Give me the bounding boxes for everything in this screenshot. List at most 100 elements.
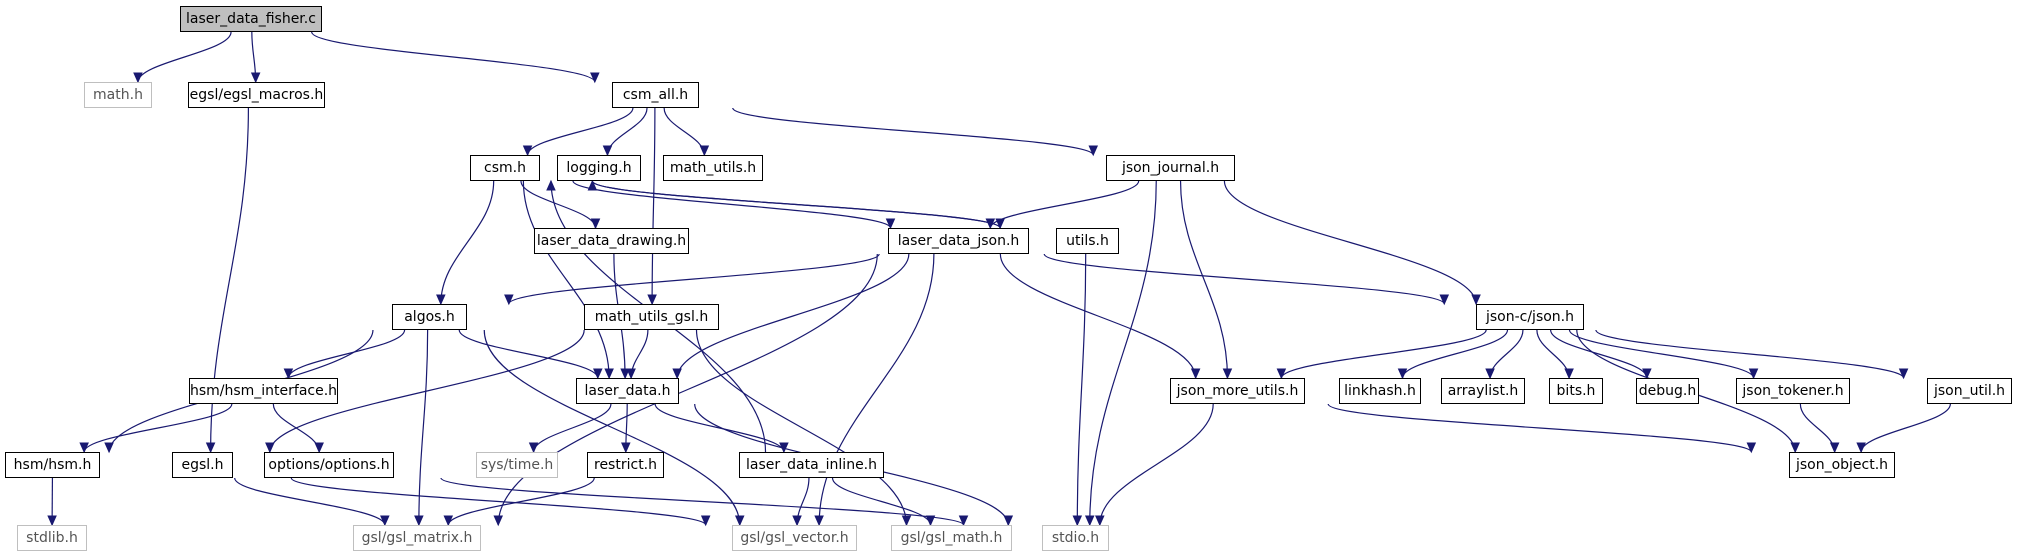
node-json-more-utils-h[interactable]: json_more_utils.h [1170,378,1305,404]
edge-math-utils-gsl-h-to-egsl-h [269,329,585,453]
arrowhead [602,145,613,157]
arrowhead [1746,442,1757,454]
edge-laser-data-h-to-sys-time-h [532,403,612,453]
arrowhead [621,442,631,454]
node-json-util-h[interactable]: json_util.h [1927,378,2012,404]
edge-json-c-json-h-to-bits-h [1536,329,1570,379]
edge-algos-h-to-gsl-vector-h [483,329,741,526]
arrowhead [1088,145,1099,157]
arrowhead [1072,515,1083,527]
edge-egsl-h-to-gsl-matrix-h [234,477,386,526]
node-utils-h[interactable]: utils.h [1056,228,1119,254]
node-laser-data-h[interactable]: laser_data.h [576,378,679,404]
node-json-c-json-h[interactable]: json-c/json.h [1476,304,1584,330]
node-math-utils-h[interactable]: math_utils.h [663,155,763,181]
arrowhead [590,72,600,84]
arrowhead [314,442,324,454]
arrowhead [104,442,114,454]
arrowhead [901,515,912,527]
node-laser-data-json-h[interactable]: laser_data_json.h [888,228,1029,254]
edge-csm-h-to-algos-h [440,180,495,305]
edge-utils-h-to-stdio-h [1076,253,1087,526]
node-linkhash-h[interactable]: linkhash.h [1339,378,1421,404]
node-arraylist-h[interactable]: arraylist.h [1441,378,1525,404]
edge-csm-all-h-to-json-journal-h [732,107,1094,156]
node-laser-data-drawing-h[interactable]: laser_data_drawing.h [534,228,689,254]
edge-utils-h-to-csm-h [591,180,1001,229]
node-stdio-h: stdio.h [1042,525,1109,551]
node-hsm-interface-h[interactable]: hsm/hsm_interface.h [189,378,338,404]
node-options-h[interactable]: options/options.h [264,452,394,478]
edge-restrict-h-to-gsl-matrix-h [447,477,595,526]
arrowhead [792,515,802,527]
arrowhead [1222,368,1233,380]
node-algos-h[interactable]: algos.h [392,304,467,330]
edge-csm-all-h-to-math-utils-gsl-h [651,107,656,305]
edge-laser-data-json-h-to-gsl-matrix-h [497,253,878,526]
arrowhead [734,515,745,527]
arrowhead [1190,368,1201,380]
arrowhead [47,515,57,527]
arrowhead [1003,515,1014,527]
edge-json-more-utils-h-to-json-object-h [1327,403,1752,453]
edge-json-c-json-h-to-arraylist-h [1489,329,1524,379]
arrowhead [814,515,824,527]
edge-json-journal-h-to-json-c-json-h [1223,180,1477,305]
edge-json-util-h-to-json-object-h [1860,403,1951,453]
arrowhead [504,294,514,306]
edge-json-c-json-h-to-json-util-h [1595,329,1905,379]
node-logging-h[interactable]: logging.h [557,155,641,181]
arrowhead [1748,368,1759,380]
node-sys-time-h: sys/time.h [476,452,558,478]
node-json-object-h[interactable]: json_object.h [1789,452,1895,478]
arrowhead [1829,442,1840,454]
node-laser-data-inline-h[interactable]: laser_data_inline.h [739,452,884,478]
edge-laser-data-fisher-c-to-csm-all-h [311,31,596,83]
arrowhead [414,515,424,527]
arrowhead [1856,442,1866,454]
node-json-journal-h[interactable]: json_journal.h [1106,155,1235,181]
node-bits-h[interactable]: bits.h [1549,378,1603,404]
node-debug-h[interactable]: debug.h [1636,378,1699,404]
edge-laser-data-json-h-to-laser-data-h [676,253,910,379]
arrowhead [1485,368,1495,380]
node-gsl-math-h: gsl/gsl_math.h [891,525,1012,551]
edge-json-c-json-h-to-json-more-utils-h [1280,329,1487,379]
node-hsm-h[interactable]: hsm/hsm.h [5,452,100,478]
node-laser-data-fisher-c[interactable]: laser_data_fisher.c [180,6,322,32]
node-egsl-h[interactable]: egsl.h [172,452,233,478]
node-stdlib-h: stdlib.h [17,525,87,551]
arrowhead [546,179,556,191]
edge-options-h-to-stdio-h [440,477,965,526]
edge-json-c-json-h-to-debug-h [1550,329,1648,379]
arrowhead [443,515,454,527]
edge-laser-data-json-h-to-gsl-vector-h [818,253,935,526]
node-csm-h[interactable]: csm.h [470,155,540,181]
arrowhead [1397,368,1408,380]
edge-egsl-h-to-gsl-vector-h [290,477,707,526]
edge-csm-all-h-to-csm-h [526,107,634,156]
arrowhead [436,294,446,306]
edge-csm-h-to-laser-data-json-h [572,180,892,229]
edge-json-journal-h-to-stdio-h [1089,180,1157,526]
edge-json-c-json-h-to-json-tokener-h [1568,329,1755,379]
arrowhead [1564,368,1574,380]
node-csm-all-h[interactable]: csm_all.h [612,82,699,108]
arrowhead [493,515,503,527]
edge-json-more-utils-h-to-stdio-h [1099,403,1214,526]
node-egsl-macros-h[interactable]: egsl/egsl_macros.h [188,82,325,108]
node-json-tokener-h[interactable]: json_tokener.h [1736,378,1850,404]
arrowhead [1642,368,1652,380]
edge-csm-h-to-laser-data-drawing-h [520,180,597,229]
edge-hsm-interface-h-to-options-h [272,403,320,453]
edge-algos-h-to-hsm-interface-h [287,329,406,379]
arrowhead [250,72,261,84]
arrowhead [700,515,711,527]
node-math-utils-gsl-h[interactable]: math_utils_gsl.h [584,304,719,330]
arrowhead [620,368,630,380]
node-restrict-h[interactable]: restrict.h [587,452,664,478]
arrowhead [205,442,216,454]
node-math-h: math.h [84,82,152,108]
